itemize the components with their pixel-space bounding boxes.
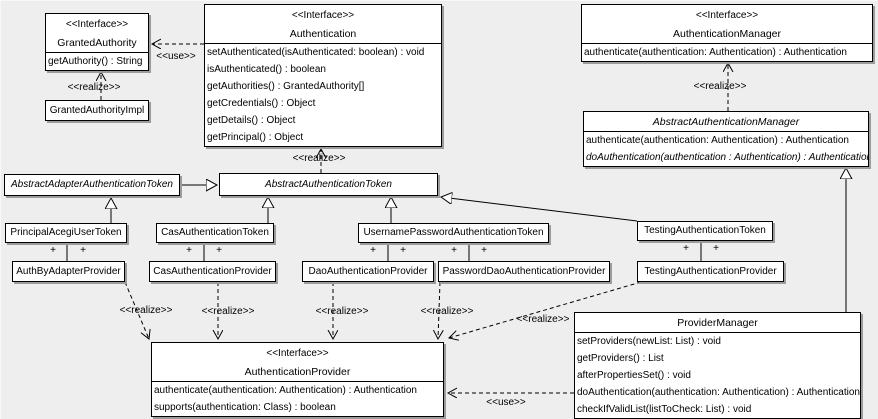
method-label: setProviders(newList: List) : void <box>577 336 721 347</box>
realize-testing-provider <box>449 281 642 338</box>
method-label: getDetails() : Object <box>207 115 296 126</box>
class-cas-authentication-token[interactable]: CasAuthenticationToken <box>156 223 274 243</box>
multiplicity-plus: + <box>713 243 719 254</box>
realize-passworddao-provider <box>438 281 440 339</box>
stereotype-label: <<Interface>> <box>266 348 329 359</box>
method-label: authenticate(authentication: Authenticat… <box>584 47 847 58</box>
class-principal-acegi-user-token[interactable]: PrincipalAcegiUserToken <box>5 223 127 243</box>
class-testing-authentication-token[interactable]: TestingAuthenticationToken <box>637 221 773 241</box>
class-name: AuthByAdapterProvider <box>16 266 121 277</box>
realize-label: <<realize>> <box>201 306 255 317</box>
class-granted-authority[interactable]: <<Interface>> GrantedAuthority getAuthor… <box>45 13 149 71</box>
stereotype-label: <<Interface>> <box>291 10 355 21</box>
class-name: Authentication <box>289 28 357 40</box>
class-abstract-adapter-authentication-token[interactable]: AbstractAdapterAuthenticationToken <box>4 174 180 196</box>
realize-authbyadapter-provider <box>124 281 149 339</box>
class-name: AuthenticationProvider <box>244 366 351 378</box>
method-label: getCredentials() : Object <box>207 98 316 109</box>
multiplicity-plus: + <box>451 245 457 256</box>
realize-label: <<realize>> <box>315 306 369 317</box>
class-name: GrantedAuthority <box>57 37 137 49</box>
class-authentication[interactable]: <<Interface>> Authentication setAuthenti… <box>204 4 442 147</box>
realize-label: <<realize>> <box>67 82 121 93</box>
multiplicity-plus: + <box>80 245 86 256</box>
class-name: PrincipalAcegiUserToken <box>10 227 122 238</box>
method-label: getAuthority() : String <box>48 56 143 67</box>
stereotype-label: <<Interface>> <box>65 19 129 30</box>
class-authentication-manager[interactable]: <<Interface>> AuthenticationManager auth… <box>581 4 873 62</box>
method-label: doAuthentication(authentication: Authent… <box>577 387 860 398</box>
generalization-testing-token <box>441 197 638 222</box>
multiplicity-plus: + <box>683 243 689 254</box>
realize-label: <<realize>> <box>420 306 474 317</box>
class-abstract-authentication-token[interactable]: AbstractAuthenticationToken <box>219 173 438 196</box>
realize-label: <<realize>> <box>693 81 747 92</box>
multiplicity-plus: + <box>216 245 222 256</box>
method-label: authenticate(authentication: Authenticat… <box>586 135 849 146</box>
class-name: DaoAuthenticationProvider <box>308 266 428 277</box>
class-name: CasAuthenticationToken <box>161 227 269 238</box>
class-password-dao-authentication-provider[interactable]: PasswordDaoAuthenticationProvider <box>438 261 610 282</box>
class-name: UsernamePasswordAuthenticationToken <box>363 227 544 238</box>
class-auth-by-adapter-provider[interactable]: AuthByAdapterProvider <box>12 261 125 282</box>
class-name: AbstractAuthenticationManager <box>652 116 800 128</box>
multiplicity-plus: + <box>50 245 56 256</box>
use-label: <<use>> <box>156 51 196 62</box>
method-label: doAuthentication(authentication : Authen… <box>586 152 868 163</box>
class-testing-authentication-provider[interactable]: TestingAuthenticationProvider <box>637 261 784 282</box>
class-cas-authentication-provider[interactable]: CasAuthenticationProvider <box>149 261 276 282</box>
class-name: TestingAuthenticationToken <box>644 225 766 236</box>
realize-label: <<realize>> <box>292 153 346 164</box>
method-label: isAuthenticated() : boolean <box>207 64 326 75</box>
method-label: getAuthorities() : GrantedAuthority[] <box>207 81 365 92</box>
method-label: getProviders() : List <box>577 353 664 364</box>
class-name: PasswordDaoAuthenticationProvider <box>442 266 606 277</box>
class-name: AbstractAuthenticationToken <box>265 179 392 190</box>
class-name: AbstractAdapterAuthenticationToken <box>11 179 173 190</box>
class-username-password-authentication-token[interactable]: UsernamePasswordAuthenticationToken <box>358 223 549 243</box>
multiplicity-plus: + <box>186 245 192 256</box>
realize-label: <<realize>> <box>516 314 570 325</box>
method-label: authenticate(authentication: Authenticat… <box>154 385 417 396</box>
stereotype-label: <<Interface>> <box>695 10 759 21</box>
multiplicity-plus: + <box>481 245 487 256</box>
method-label: getPrincipal() : Object <box>207 132 304 143</box>
class-name: ProviderManager <box>677 317 758 329</box>
method-label: supports(authentication: Class) : boolea… <box>154 402 336 413</box>
class-name: CasAuthenticationProvider <box>153 266 272 277</box>
method-label: checkIfValidList(listToCheck: List) : vo… <box>577 404 752 415</box>
realize-label: <<realize>> <box>119 305 173 316</box>
class-name: AuthenticationManager <box>673 28 781 40</box>
class-dao-authentication-provider[interactable]: DaoAuthenticationProvider <box>302 261 434 282</box>
method-label: afterPropertiesSet() : void <box>577 370 691 381</box>
class-authentication-provider[interactable]: <<Interface>> AuthenticationProvider aut… <box>151 342 444 417</box>
class-name: TestingAuthenticationProvider <box>644 266 777 277</box>
class-name: GrantedAuthorityImpl <box>49 105 145 116</box>
multiplicity-plus: + <box>370 245 376 256</box>
multiplicity-plus: + <box>400 245 406 256</box>
use-label: <<use>> <box>486 397 526 408</box>
class-abstract-authentication-manager[interactable]: AbstractAuthenticationManager authentica… <box>583 111 869 167</box>
class-provider-manager[interactable]: ProviderManager setProviders(newList: Li… <box>574 312 861 419</box>
method-label: setAuthenticated(isAuthenticated: boolea… <box>207 47 425 58</box>
class-granted-authority-impl[interactable]: GrantedAuthorityImpl <box>45 100 149 121</box>
